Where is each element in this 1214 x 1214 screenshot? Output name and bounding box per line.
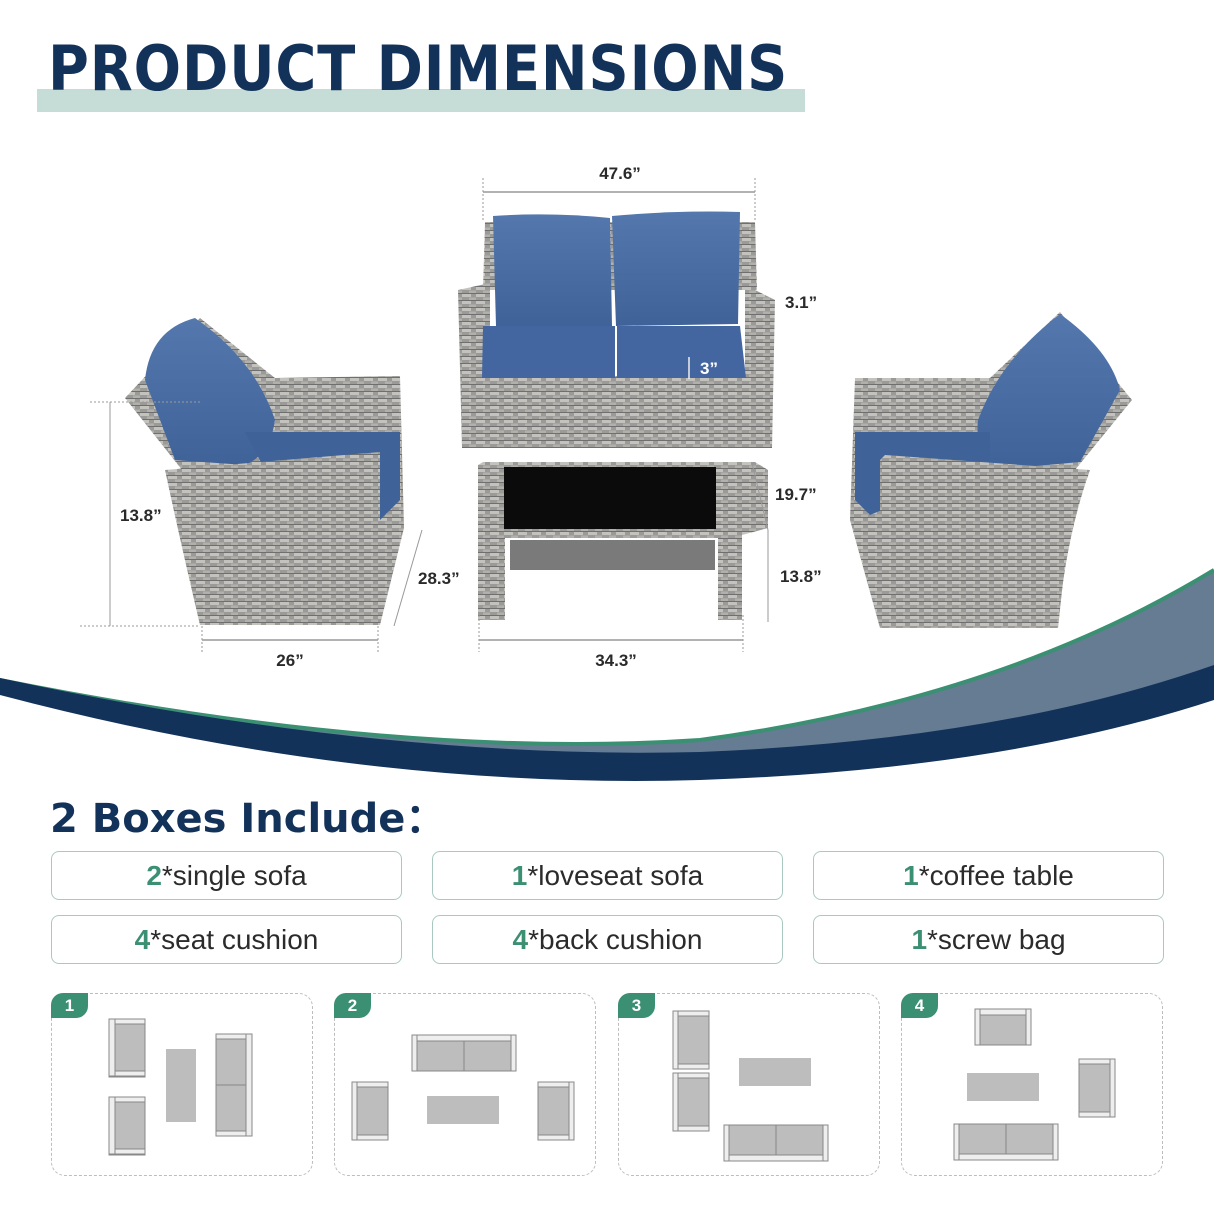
svg-text:47.6”: 47.6”: [599, 164, 641, 183]
svg-text:28.3”: 28.3”: [418, 569, 460, 588]
single-sofa-left: [125, 318, 404, 625]
layout-number-badge: 3: [618, 993, 655, 1018]
list-item: 1*coffee table: [813, 851, 1164, 900]
svg-text:13.8”: 13.8”: [780, 567, 822, 586]
svg-text:26”: 26”: [276, 651, 303, 670]
product-dimensions-illustration: 47.6” 3.1” 3” 13.8” 26” 28.3” 19.7” 13.8…: [80, 164, 1132, 670]
single-sofa-right: [850, 312, 1132, 628]
layout-number-badge: 4: [901, 993, 938, 1018]
list-item: 2*single sofa: [51, 851, 402, 900]
svg-text:3.1”: 3.1”: [785, 293, 817, 312]
svg-text:19.7”: 19.7”: [775, 485, 817, 504]
layout-options: 1 2: [51, 993, 1163, 1176]
list-item: 1*screw bag: [813, 915, 1164, 964]
title-accent-band: [37, 89, 805, 112]
list-item: 4*seat cushion: [51, 915, 402, 964]
svg-text:13.8”: 13.8”: [120, 506, 162, 525]
decorative-wave: [0, 568, 1214, 790]
boxes-include-heading: 2 Boxes Include：: [50, 796, 446, 842]
svg-text:34.3”: 34.3”: [595, 651, 637, 670]
layout-panel-4: 4: [901, 993, 1163, 1176]
layout-diagram: [351, 1034, 575, 1141]
layout-diagram: [672, 1010, 829, 1162]
box-contents-list: 2*single sofa 1*loveseat sofa 1*coffee t…: [51, 851, 1164, 964]
list-item: 4*back cushion: [432, 915, 783, 964]
coffee-table: [478, 462, 768, 620]
layout-panel-3: 3: [618, 993, 880, 1176]
layout-panel-1: 1: [51, 993, 313, 1176]
loveseat-sofa: [458, 211, 775, 448]
layout-diagram: [108, 1018, 253, 1156]
layout-diagram: [953, 1008, 1116, 1161]
layout-number-badge: 2: [334, 993, 371, 1018]
page-title: PRODUCT DIMENSIONS: [48, 32, 789, 105]
list-item: 1*loveseat sofa: [432, 851, 783, 900]
layout-number-badge: 1: [51, 993, 88, 1018]
svg-text:3”: 3”: [700, 359, 718, 378]
layout-panel-2: 2: [334, 993, 596, 1176]
